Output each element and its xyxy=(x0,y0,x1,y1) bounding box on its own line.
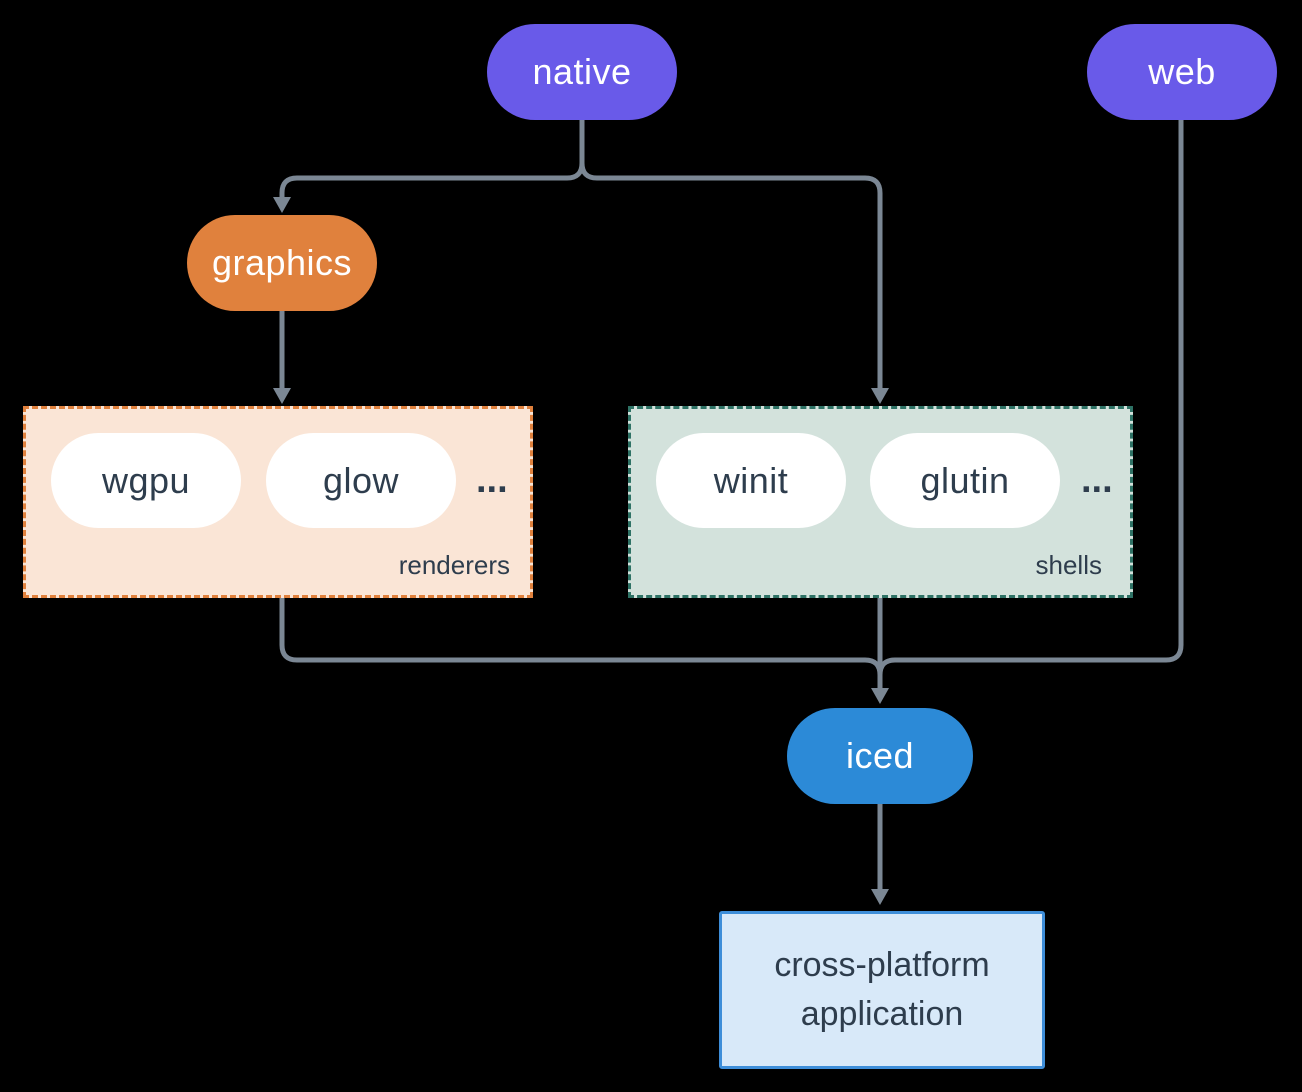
arrowhead-iced xyxy=(871,688,889,704)
arrowhead-renderers xyxy=(273,388,291,404)
renderers-group-label: renderers xyxy=(398,550,510,580)
web-node: web xyxy=(1087,24,1277,120)
renderers-ellipsis: ... xyxy=(476,459,508,501)
graphics-node: graphics xyxy=(187,215,377,311)
shells-group: winit glutin ... shells xyxy=(628,406,1133,598)
renderers-group: wgpu glow ... renderers xyxy=(23,406,533,598)
glutin-node: glutin xyxy=(870,433,1060,528)
arrowhead-application xyxy=(871,889,889,905)
winit-node: winit xyxy=(656,433,846,528)
arrowhead-graphics xyxy=(273,197,291,213)
native-node: native xyxy=(487,24,677,120)
glow-node: glow xyxy=(266,433,456,528)
shells-group-label: shells xyxy=(1035,550,1102,580)
shells-ellipsis: ... xyxy=(1081,459,1113,501)
edge-native-graphics xyxy=(279,120,585,198)
wgpu-node: wgpu xyxy=(51,433,241,528)
edge-renderers-iced xyxy=(279,598,883,676)
edge-native-shells xyxy=(579,120,883,388)
iced-node: iced xyxy=(787,708,973,804)
application-node: cross-platform application xyxy=(719,911,1045,1069)
arrowhead-shells xyxy=(871,388,889,404)
